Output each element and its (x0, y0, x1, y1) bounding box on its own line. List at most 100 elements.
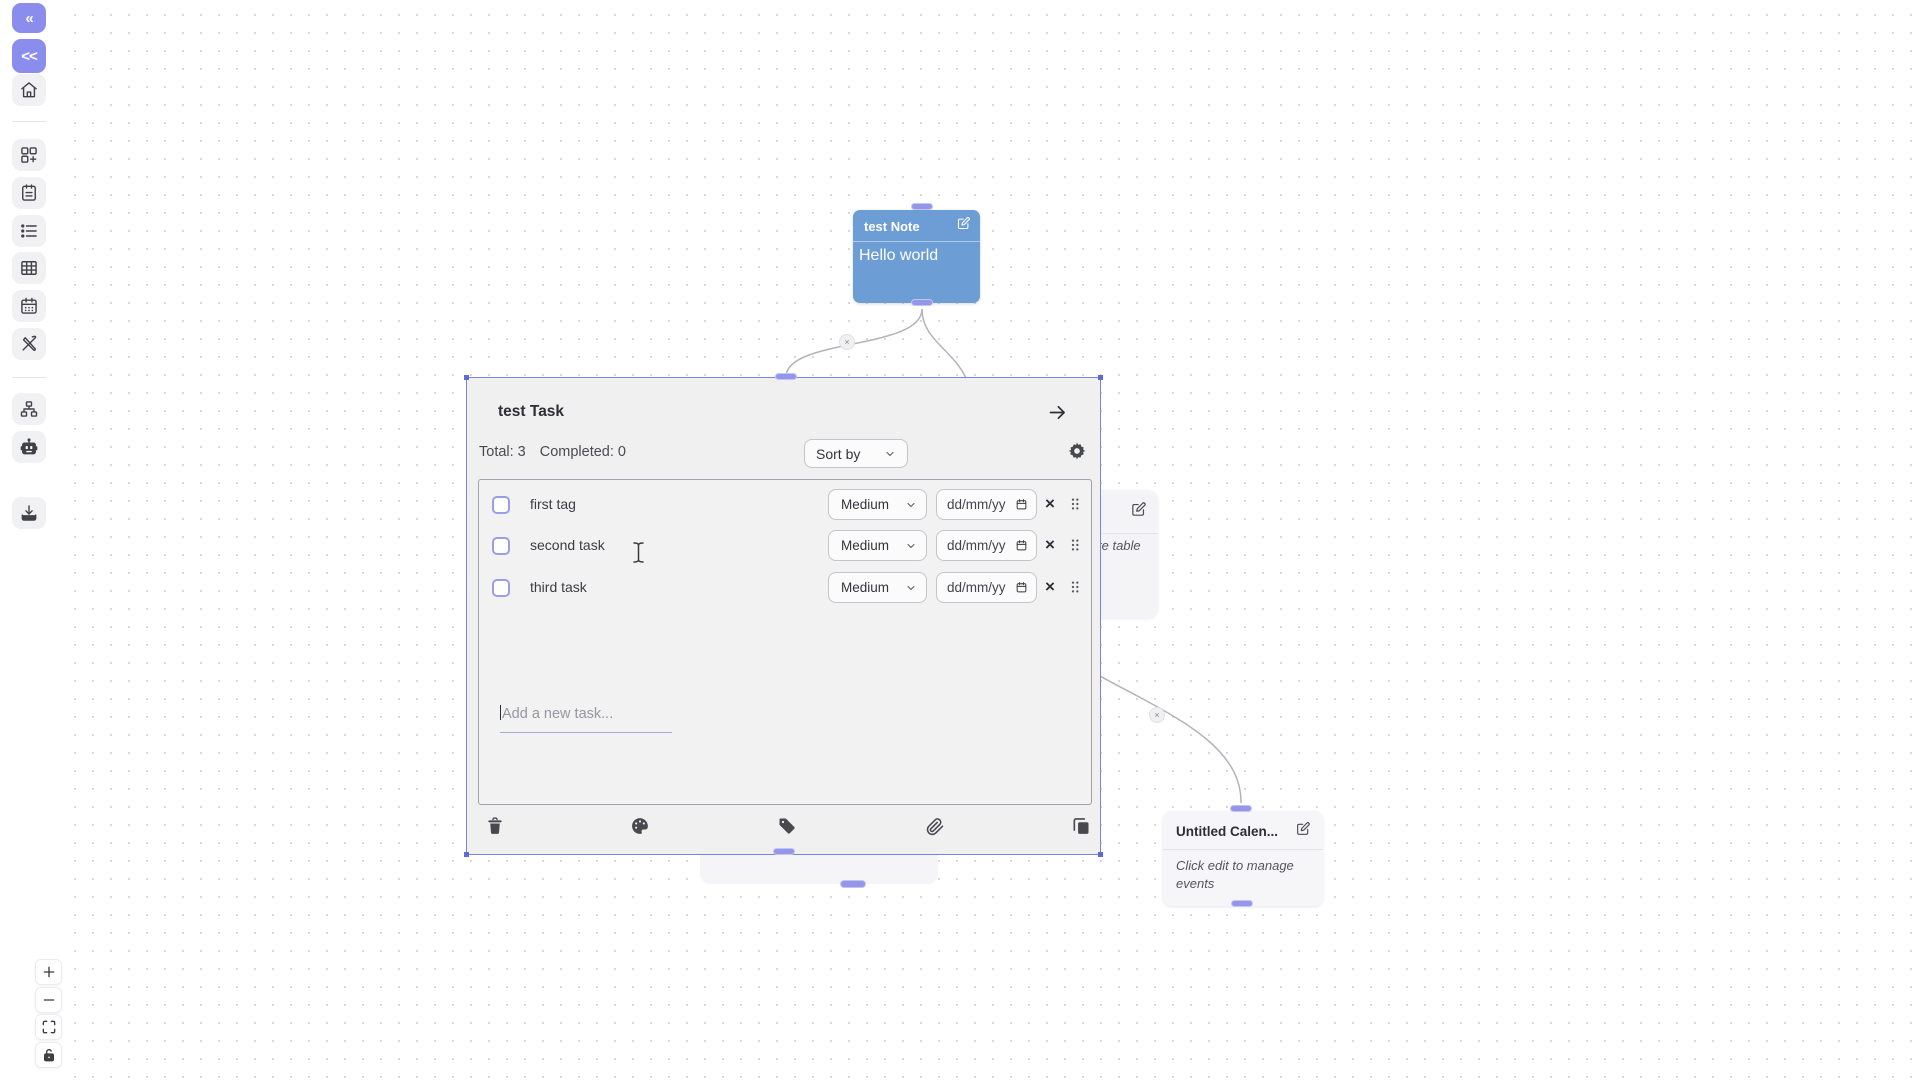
calendar-icon[interactable] (1015, 498, 1028, 511)
calendar-card[interactable]: Untitled Calen... Click edit to manage e… (1163, 811, 1323, 906)
resize-corner[interactable] (1098, 375, 1103, 380)
due-date-value: dd/mm/yy (947, 497, 1006, 512)
priority-select[interactable]: Medium (828, 489, 927, 520)
palette-icon[interactable] (630, 816, 652, 838)
add-task-placeholder: Add a new task... (502, 706, 614, 722)
connector-handle[interactable] (911, 299, 933, 306)
sort-by-dropdown[interactable]: Sort by (804, 439, 908, 468)
due-date-value: dd/mm/yy (947, 580, 1006, 595)
note-body: Hello world (859, 247, 939, 264)
lock-button[interactable] (35, 1042, 62, 1068)
divider (12, 377, 46, 378)
chevron-down-icon (886, 451, 894, 456)
drag-handle-icon[interactable] (1067, 496, 1083, 517)
completed-count: Completed: 0 (539, 444, 626, 460)
connector-handle[interactable] (773, 848, 795, 855)
connector-handle[interactable] (1231, 900, 1253, 907)
fit-view-button[interactable] (35, 1014, 62, 1040)
priority-value: Medium (841, 538, 890, 553)
task-checkbox[interactable] (492, 537, 510, 555)
notes-button[interactable] (12, 177, 46, 209)
due-date-input[interactable]: dd/mm/yy (936, 530, 1037, 561)
sort-by-label: Sort by (816, 445, 861, 462)
resize-corner[interactable] (1098, 852, 1103, 857)
due-date-input[interactable]: dd/mm/yy (936, 489, 1037, 520)
add-shapes-icon (21, 147, 37, 163)
zoom-out-button[interactable] (35, 987, 62, 1013)
tag-icon[interactable] (777, 816, 799, 838)
list-icon (21, 224, 37, 238)
flowchart-icon (20, 401, 38, 417)
zoom-in-icon (43, 966, 54, 978)
calendar-icon[interactable] (1015, 539, 1028, 552)
flowchart-button[interactable] (12, 393, 46, 425)
table-button[interactable] (12, 252, 46, 284)
task-row: third task Medium dd/mm/yy × (479, 571, 1091, 605)
ai-assistant-button[interactable] (12, 431, 46, 463)
chevron-down-icon (907, 585, 915, 590)
design-tools-button[interactable] (12, 328, 46, 360)
copy-icon[interactable] (1071, 816, 1093, 838)
download-icon (21, 505, 37, 521)
delete-task-button[interactable]: × (1045, 577, 1055, 596)
arrow-right-icon[interactable] (1047, 402, 1068, 428)
notepad-icon (22, 184, 36, 201)
priority-value: Medium (841, 497, 890, 512)
home-button[interactable] (12, 74, 46, 106)
tasks-button[interactable] (12, 215, 46, 247)
resize-corner[interactable] (464, 375, 469, 380)
collapse-sidebar-button[interactable]: « (12, 3, 46, 33)
priority-select[interactable]: Medium (828, 530, 927, 561)
delete-task-button[interactable]: × (1045, 535, 1055, 554)
calendar-icon[interactable] (1015, 581, 1028, 594)
table-card-hint: te table (1098, 538, 1141, 553)
calendar-card-hint: Click edit to manage events (1176, 858, 1294, 892)
trash-icon[interactable] (485, 816, 507, 838)
task-list: first tag Medium dd/mm/yy × second task (478, 479, 1092, 805)
task-panel-toolbar (467, 814, 1100, 848)
edit-icon[interactable] (1295, 821, 1311, 842)
divider (12, 121, 46, 122)
task-checkbox[interactable] (492, 496, 510, 514)
task-panel[interactable]: test Task Total: 3 Completed: 0 Sort by … (464, 375, 1103, 857)
due-date-input[interactable]: dd/mm/yy (936, 572, 1037, 603)
design-tools-icon (22, 335, 37, 351)
note-card[interactable]: test Note Hello world (853, 210, 980, 303)
connector-handle[interactable] (1230, 805, 1252, 812)
total-count: Total: 3 (479, 444, 526, 460)
due-date-value: dd/mm/yy (947, 538, 1006, 553)
note-title: test Note (864, 218, 920, 234)
add-task-input[interactable]: Add a new task... (500, 705, 672, 733)
edge-delete-button[interactable]: × (839, 334, 855, 350)
add-shapes-button[interactable] (12, 139, 46, 171)
paperclip-icon[interactable] (925, 816, 947, 838)
edge-delete-button[interactable]: × (1149, 707, 1165, 723)
task-name: first tag (530, 496, 576, 512)
home-icon (21, 82, 37, 98)
edit-icon[interactable] (956, 216, 971, 236)
connector-handle[interactable] (840, 880, 866, 888)
task-name: third task (530, 579, 587, 595)
gear-icon[interactable] (1067, 441, 1087, 461)
calendar-button[interactable] (12, 290, 46, 322)
task-panel-title: test Task (498, 403, 565, 420)
delete-task-button[interactable]: × (1045, 494, 1055, 513)
fit-view-icon (42, 1020, 55, 1034)
text-caret (500, 705, 501, 720)
resize-corner[interactable] (464, 852, 469, 857)
connector-handle[interactable] (911, 203, 933, 210)
task-checkbox[interactable] (492, 579, 510, 597)
chevron-down-icon (907, 502, 915, 507)
drag-handle-icon[interactable] (1067, 579, 1083, 600)
drag-handle-icon[interactable] (1067, 537, 1083, 558)
export-button[interactable] (12, 497, 46, 529)
collapse-panel-button[interactable]: << (12, 39, 46, 73)
zoom-out-icon (43, 999, 54, 1001)
zoom-in-button[interactable] (35, 959, 62, 985)
task-row: first tag Medium dd/mm/yy × (479, 488, 1091, 522)
edit-icon[interactable] (1130, 501, 1147, 523)
table-icon (21, 261, 37, 275)
priority-select[interactable]: Medium (828, 572, 927, 603)
connector-handle[interactable] (775, 373, 797, 380)
